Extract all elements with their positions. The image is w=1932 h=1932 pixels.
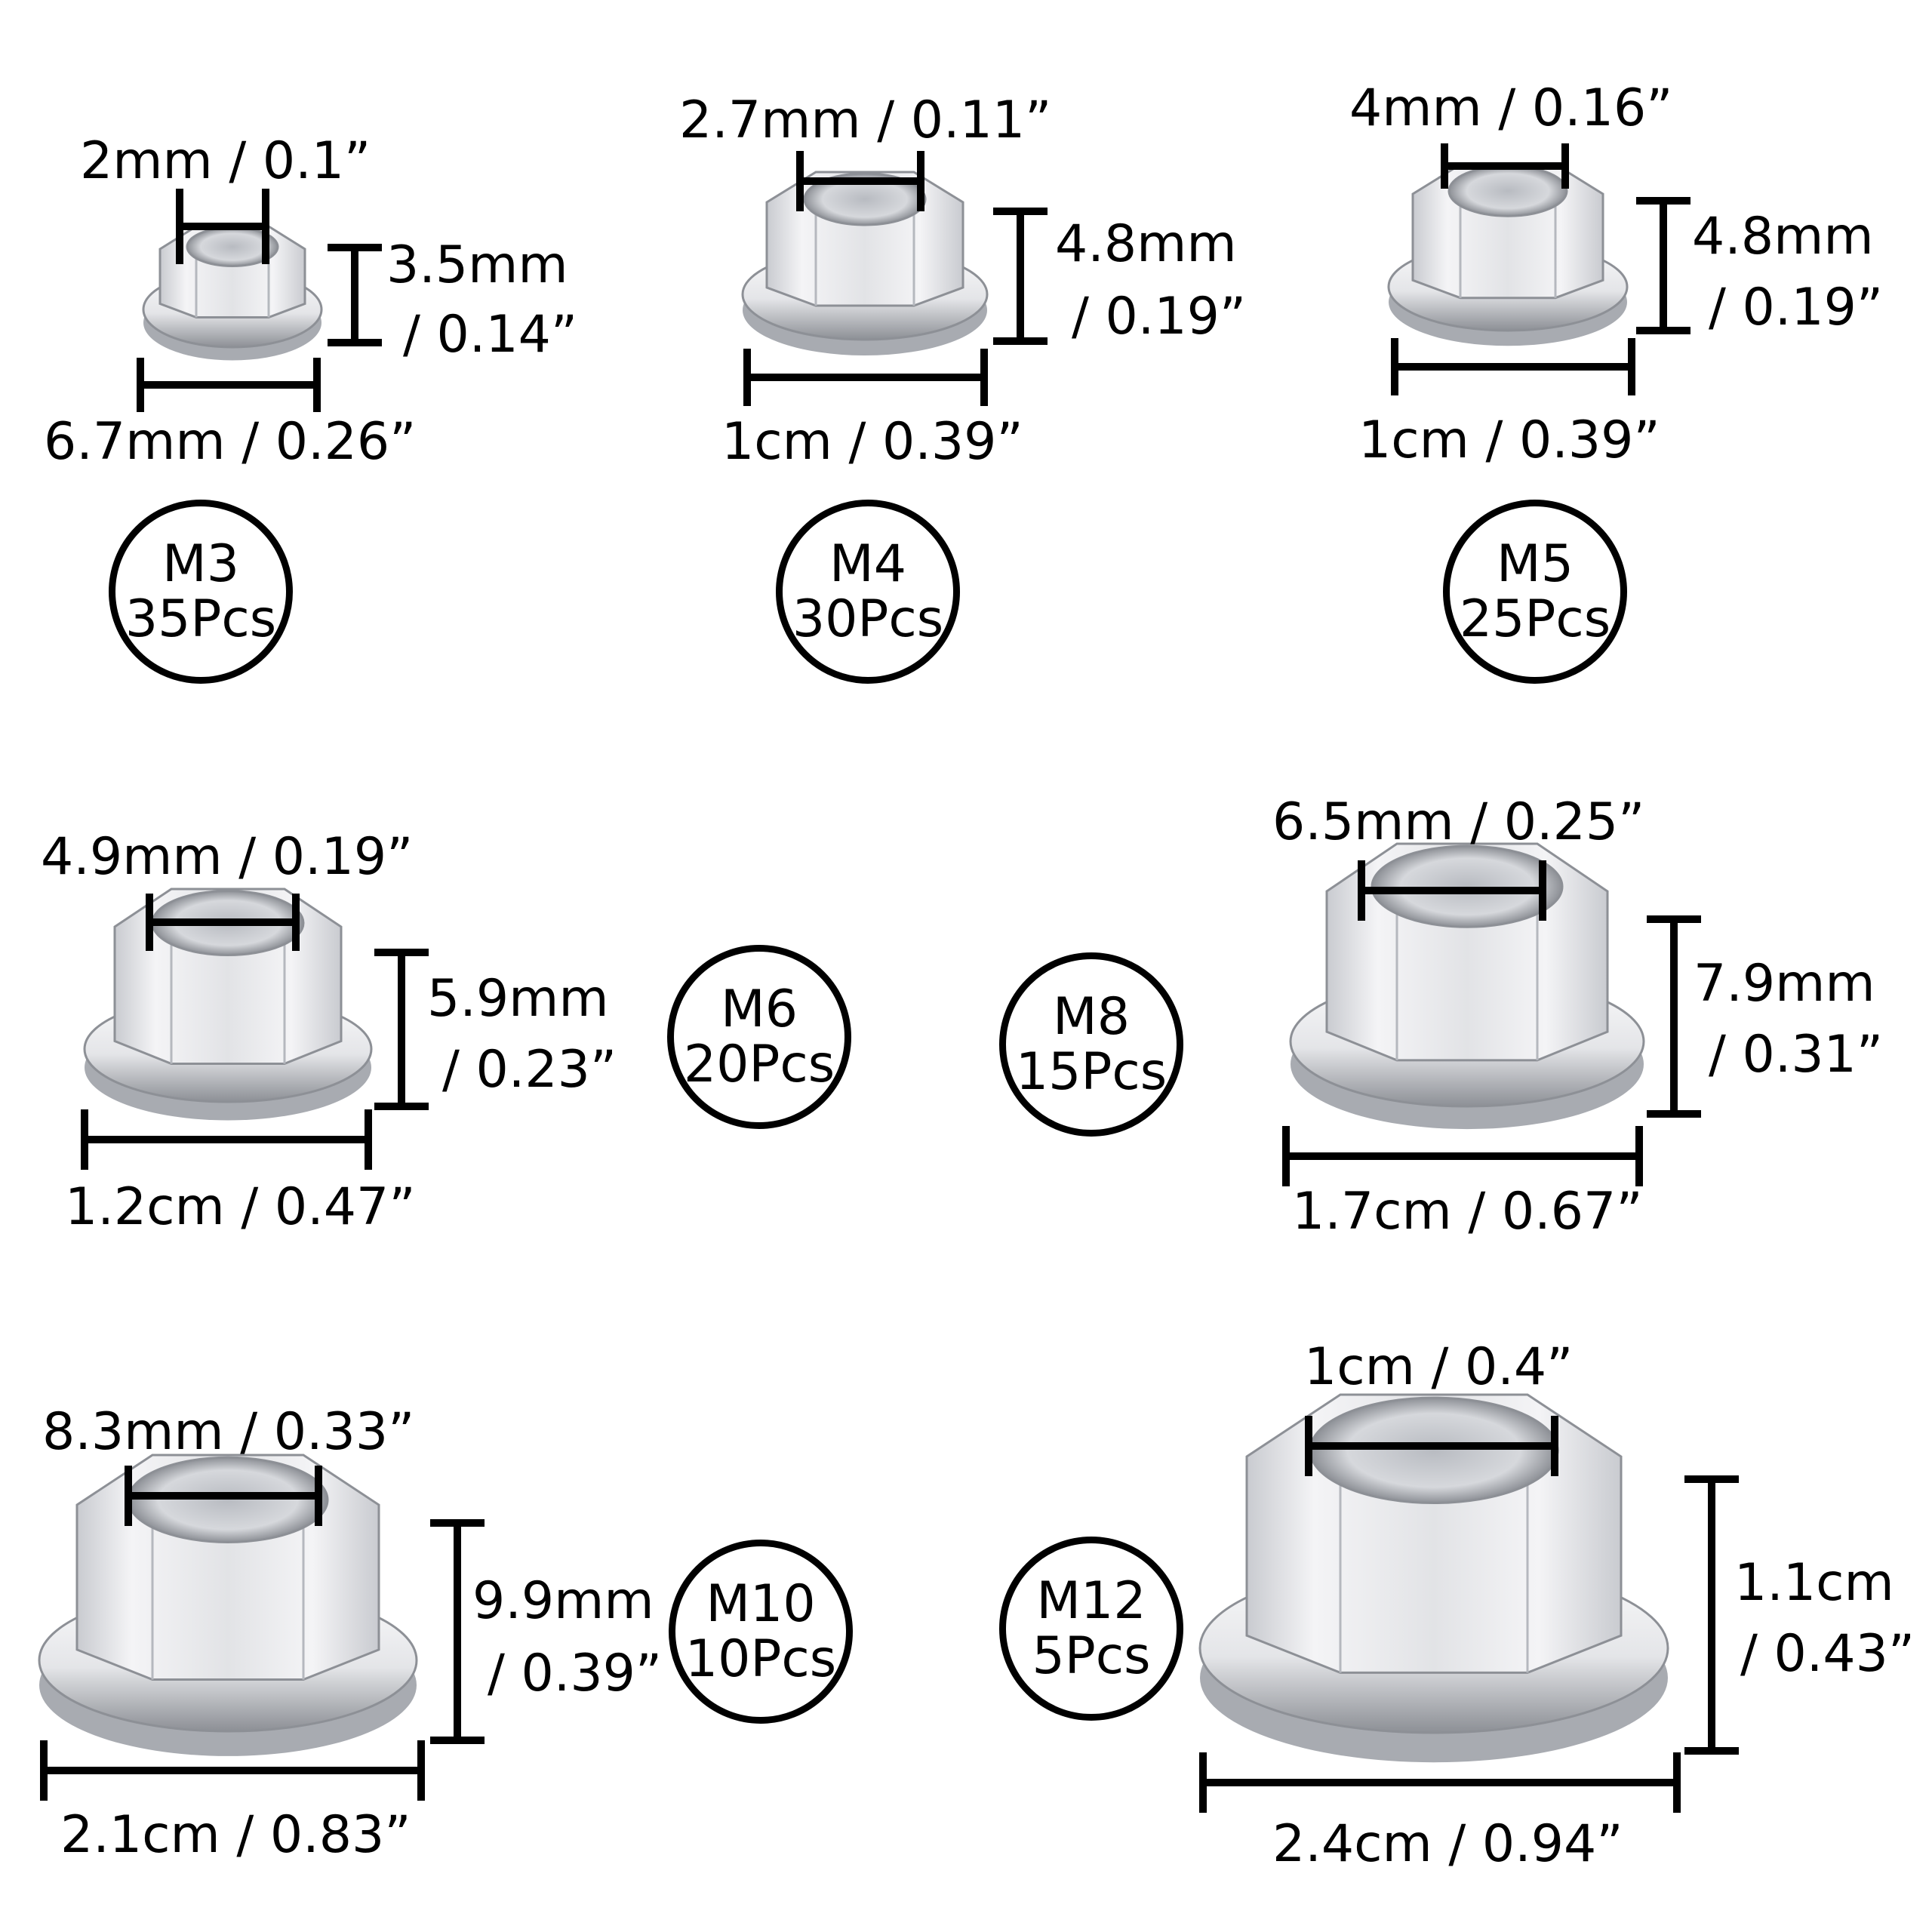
m6-qty-text: 20Pcs — [683, 1035, 835, 1094]
m3-hole-dimension — [176, 189, 269, 264]
m3-hole-label: 2mm / 0.1” — [80, 131, 371, 191]
m8-height-mm-label: 7.9mm — [1694, 954, 1875, 1014]
m4-size-text: M4 — [829, 534, 906, 594]
m12-thread-hole — [1309, 1396, 1559, 1505]
m4-width-label: 1cm / 0.39” — [721, 412, 1023, 472]
m5-qty-text: 25Pcs — [1459, 589, 1611, 649]
m10-height-in-label: / 0.39” — [488, 1644, 663, 1703]
m12-size-text: M12 — [1036, 1571, 1146, 1631]
m6-nut-image — [83, 888, 373, 1121]
m5-height-dimension — [1636, 197, 1690, 334]
m8-hole-label: 6.5mm / 0.25” — [1272, 792, 1645, 852]
m10-size-text: M10 — [706, 1574, 816, 1634]
m10-nut-image — [38, 1454, 418, 1756]
m5-quantity-badge: M5 25Pcs — [1443, 500, 1627, 684]
m8-nut-image — [1289, 842, 1645, 1130]
m8-height-in-label: / 0.31” — [1709, 1025, 1884, 1084]
m12-width-label: 2.4cm / 0.94” — [1272, 1814, 1623, 1874]
m12-hole-label: 1cm / 0.4” — [1304, 1337, 1574, 1397]
m4-width-dimension — [743, 349, 988, 406]
m4-height-dimension — [993, 208, 1048, 345]
m6-height-in-label: / 0.23” — [442, 1040, 617, 1100]
m12-width-dimension — [1199, 1752, 1681, 1813]
m3-width-label: 6.7mm / 0.26” — [44, 412, 417, 472]
m6-size-text: M6 — [721, 979, 798, 1039]
m6-hole-dimension — [146, 894, 300, 951]
m3-qty-text: 35Pcs — [125, 589, 277, 649]
m10-qty-text: 10Pcs — [685, 1629, 837, 1689]
m4-height-mm-label: 4.8mm — [1055, 214, 1237, 274]
m12-height-in-label: / 0.43” — [1740, 1624, 1915, 1684]
m6-height-dimension — [374, 949, 429, 1110]
m12-hole-dimension — [1305, 1416, 1558, 1476]
m5-size-text: M5 — [1497, 534, 1574, 594]
m5-hole-dimension — [1441, 143, 1569, 189]
m12-quantity-badge: M12 5Pcs — [999, 1537, 1183, 1721]
m4-nut-image — [741, 171, 989, 355]
m4-thread-hole — [803, 172, 927, 226]
m4-qty-text: 30Pcs — [792, 589, 944, 649]
m8-width-dimension — [1282, 1126, 1643, 1186]
m8-hole-dimension — [1358, 860, 1546, 921]
m4-hole-dimension — [796, 151, 924, 211]
m3-nut-image — [142, 225, 323, 361]
m5-width-dimension — [1391, 338, 1635, 395]
m4-height-in-label: / 0.19” — [1072, 287, 1247, 346]
m10-width-label: 2.1cm / 0.83” — [60, 1805, 411, 1865]
m3-height-mm-label: 3.5mm — [386, 235, 568, 295]
m3-width-dimension — [137, 358, 321, 412]
m10-quantity-badge: M10 10Pcs — [669, 1540, 853, 1724]
m5-nut-image — [1387, 163, 1629, 346]
m5-hole-label: 4mm / 0.16” — [1349, 78, 1673, 138]
m3-size-text: M3 — [162, 534, 239, 594]
m4-quantity-badge: M4 30Pcs — [776, 500, 960, 684]
m10-thread-hole — [127, 1456, 329, 1544]
m10-height-mm-label: 9.9mm — [472, 1571, 654, 1631]
m5-height-in-label: / 0.19” — [1709, 278, 1884, 337]
m3-height-in-label: / 0.14” — [403, 305, 578, 365]
m6-hole-label: 4.9mm / 0.19” — [41, 827, 414, 887]
m5-height-mm-label: 4.8mm — [1692, 207, 1874, 266]
m10-hole-dimension — [125, 1466, 322, 1526]
m8-height-dimension — [1647, 915, 1701, 1118]
m8-quantity-badge: M8 15Pcs — [999, 952, 1183, 1137]
m10-height-dimension — [430, 1519, 485, 1744]
m8-thread-hole — [1371, 844, 1564, 928]
m3-quantity-badge: M3 35Pcs — [109, 500, 293, 684]
m8-size-text: M8 — [1053, 986, 1130, 1047]
m6-quantity-badge: M6 20Pcs — [667, 945, 851, 1129]
m10-width-dimension — [40, 1740, 425, 1801]
m12-height-dimension — [1684, 1475, 1739, 1755]
m12-nut-image — [1198, 1393, 1669, 1763]
m6-width-label: 1.2cm / 0.47” — [65, 1177, 416, 1237]
m4-hole-label: 2.7mm / 0.11” — [679, 91, 1052, 150]
m12-height-mm-label: 1.1cm — [1734, 1553, 1894, 1613]
m10-hole-label: 8.3mm / 0.33” — [42, 1402, 415, 1462]
m8-width-label: 1.7cm / 0.67” — [1292, 1182, 1643, 1241]
m8-qty-text: 15Pcs — [1015, 1042, 1168, 1102]
m5-thread-hole — [1447, 165, 1568, 217]
m5-width-label: 1cm / 0.39” — [1358, 411, 1660, 470]
m6-height-mm-label: 5.9mm — [427, 969, 609, 1029]
m12-qty-text: 5Pcs — [1032, 1626, 1151, 1686]
m6-width-dimension — [81, 1109, 372, 1170]
m3-height-dimension — [328, 244, 382, 346]
